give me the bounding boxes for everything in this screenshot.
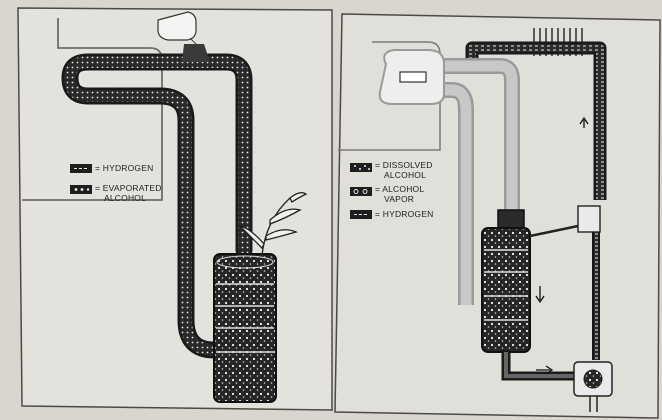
side-chamber: [577, 205, 601, 233]
hydrogen-symbol-icon: [350, 210, 372, 219]
legend-hydrogen-label-right: = HYDROGEN: [375, 209, 434, 219]
right-still-column: [481, 209, 531, 353]
legend-dissolved-alcohol-label: = DISSOLVED ALCOHOL: [375, 160, 433, 180]
legend-hydrogen-label: = HYDROGEN: [95, 163, 154, 173]
dissolved-alcohol-symbol-icon: [350, 163, 372, 172]
pouring-bottle: [157, 11, 210, 63]
left-tube: [61, 53, 253, 359]
connector-line: [529, 224, 579, 238]
flow-arrow-icon: [536, 365, 554, 375]
flow-arrow-icon: [535, 286, 545, 304]
hydrogen-symbol-icon: [70, 164, 92, 173]
alcohol-vapor-symbol-icon: [350, 187, 372, 196]
plant: [238, 192, 308, 256]
legend-evaporated-alcohol-label: = EVAPORATED ALCOHOL: [95, 183, 162, 203]
legend-alcohol-vapor-label: = ALCOHOL VAPOR: [375, 184, 425, 204]
left-still-column: [213, 253, 277, 403]
flow-arrow-icon: [579, 116, 589, 128]
right-panel: [334, 13, 661, 419]
left-panel: [17, 7, 333, 411]
evaporated-alcohol-symbol-icon: [70, 185, 92, 194]
loop-highlight: [79, 71, 112, 87]
tank: [378, 49, 445, 105]
